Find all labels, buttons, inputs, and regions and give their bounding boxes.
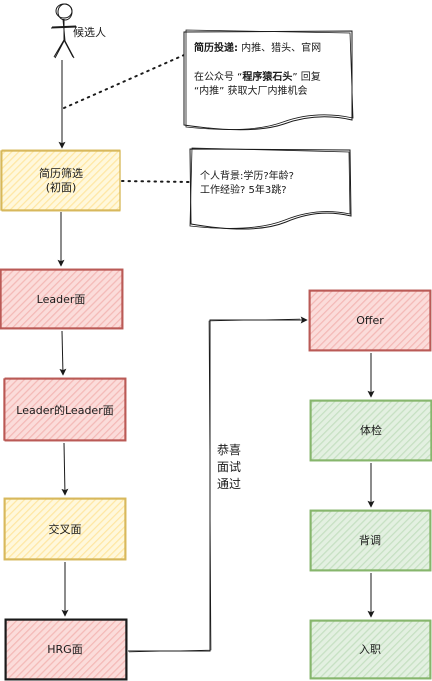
pass-label-line2: 面试 — [217, 459, 241, 474]
step-leader-leader-interview: Leader的Leader面 — [3, 377, 127, 442]
step-hrg-interview: HRG面 — [4, 618, 128, 681]
note-source-label-bold: 简历投递: — [194, 41, 238, 54]
step-onboard-label: 入职 — [359, 643, 381, 656]
note-resume-source: 简历投递: 内推、猎头、官网 在公众号 “程序猿石头” 回复 “内推” 获取大厂… — [183, 29, 354, 131]
step-offer: Offer — [308, 289, 432, 352]
dotted-link-source-note — [63, 54, 185, 109]
step-screening-label: 简历筛选 — [39, 166, 83, 180]
step-cross-interview: 交叉面 — [3, 497, 127, 561]
note-personal-background: 个人背景:学历?年龄? 工作经验? 5年3跳? — [189, 147, 352, 230]
step-offer-label: Offer — [356, 314, 384, 327]
step-resume-screening: 简历筛选 (初面) — [0, 149, 121, 212]
svg-text:简历投递: 内推、猎头、官网: 简历投递: 内推、猎头、官网 — [194, 41, 321, 54]
step-health-label: 体检 — [360, 423, 382, 437]
step-leader-interview: Leader面 — [0, 268, 124, 330]
note-source-line2-bold: 程序猿石头 — [242, 70, 292, 83]
arrow-leader-to-leader-leader — [59, 330, 67, 376]
dotted-link-background-note — [121, 180, 191, 183]
note-source-line2-pre: 在公众号 “ — [194, 71, 242, 83]
candidate-actor-icon — [50, 3, 78, 59]
step-screening-sublabel: (初面) — [46, 180, 77, 194]
note-source-label-rest: 内推、猎头、官网 — [238, 41, 321, 54]
note-background-line2: 工作经验? 5年3跳? — [200, 183, 287, 196]
step-leader-leader-label: Leader的Leader面 — [16, 403, 113, 417]
arrow-leader-leader-to-cross — [61, 442, 69, 496]
step-onboard: 入职 — [309, 619, 432, 680]
step-cross-label: 交叉面 — [49, 522, 82, 536]
step-hrg-label: HRG面 — [47, 643, 82, 656]
pass-label-line3: 通过 — [217, 477, 241, 491]
step-health-check: 体检 — [309, 399, 432, 462]
svg-text:在公众号 “程序猿石头” 回复: 在公众号 “程序猿石头” 回复 — [194, 70, 321, 83]
candidate-label: 候选人 — [73, 25, 106, 39]
step-background-label: 背调 — [359, 533, 381, 547]
note-background-line1: 个人背景:学历?年龄? — [200, 169, 294, 182]
step-background-check: 背调 — [309, 509, 432, 572]
note-source-line3: “内推” 获取大厂内推机会 — [194, 84, 308, 97]
step-leader-label: Leader面 — [37, 293, 86, 306]
pass-label-line1: 恭喜 — [217, 443, 241, 457]
note-source-line2-post: ” 回复 — [292, 70, 320, 83]
